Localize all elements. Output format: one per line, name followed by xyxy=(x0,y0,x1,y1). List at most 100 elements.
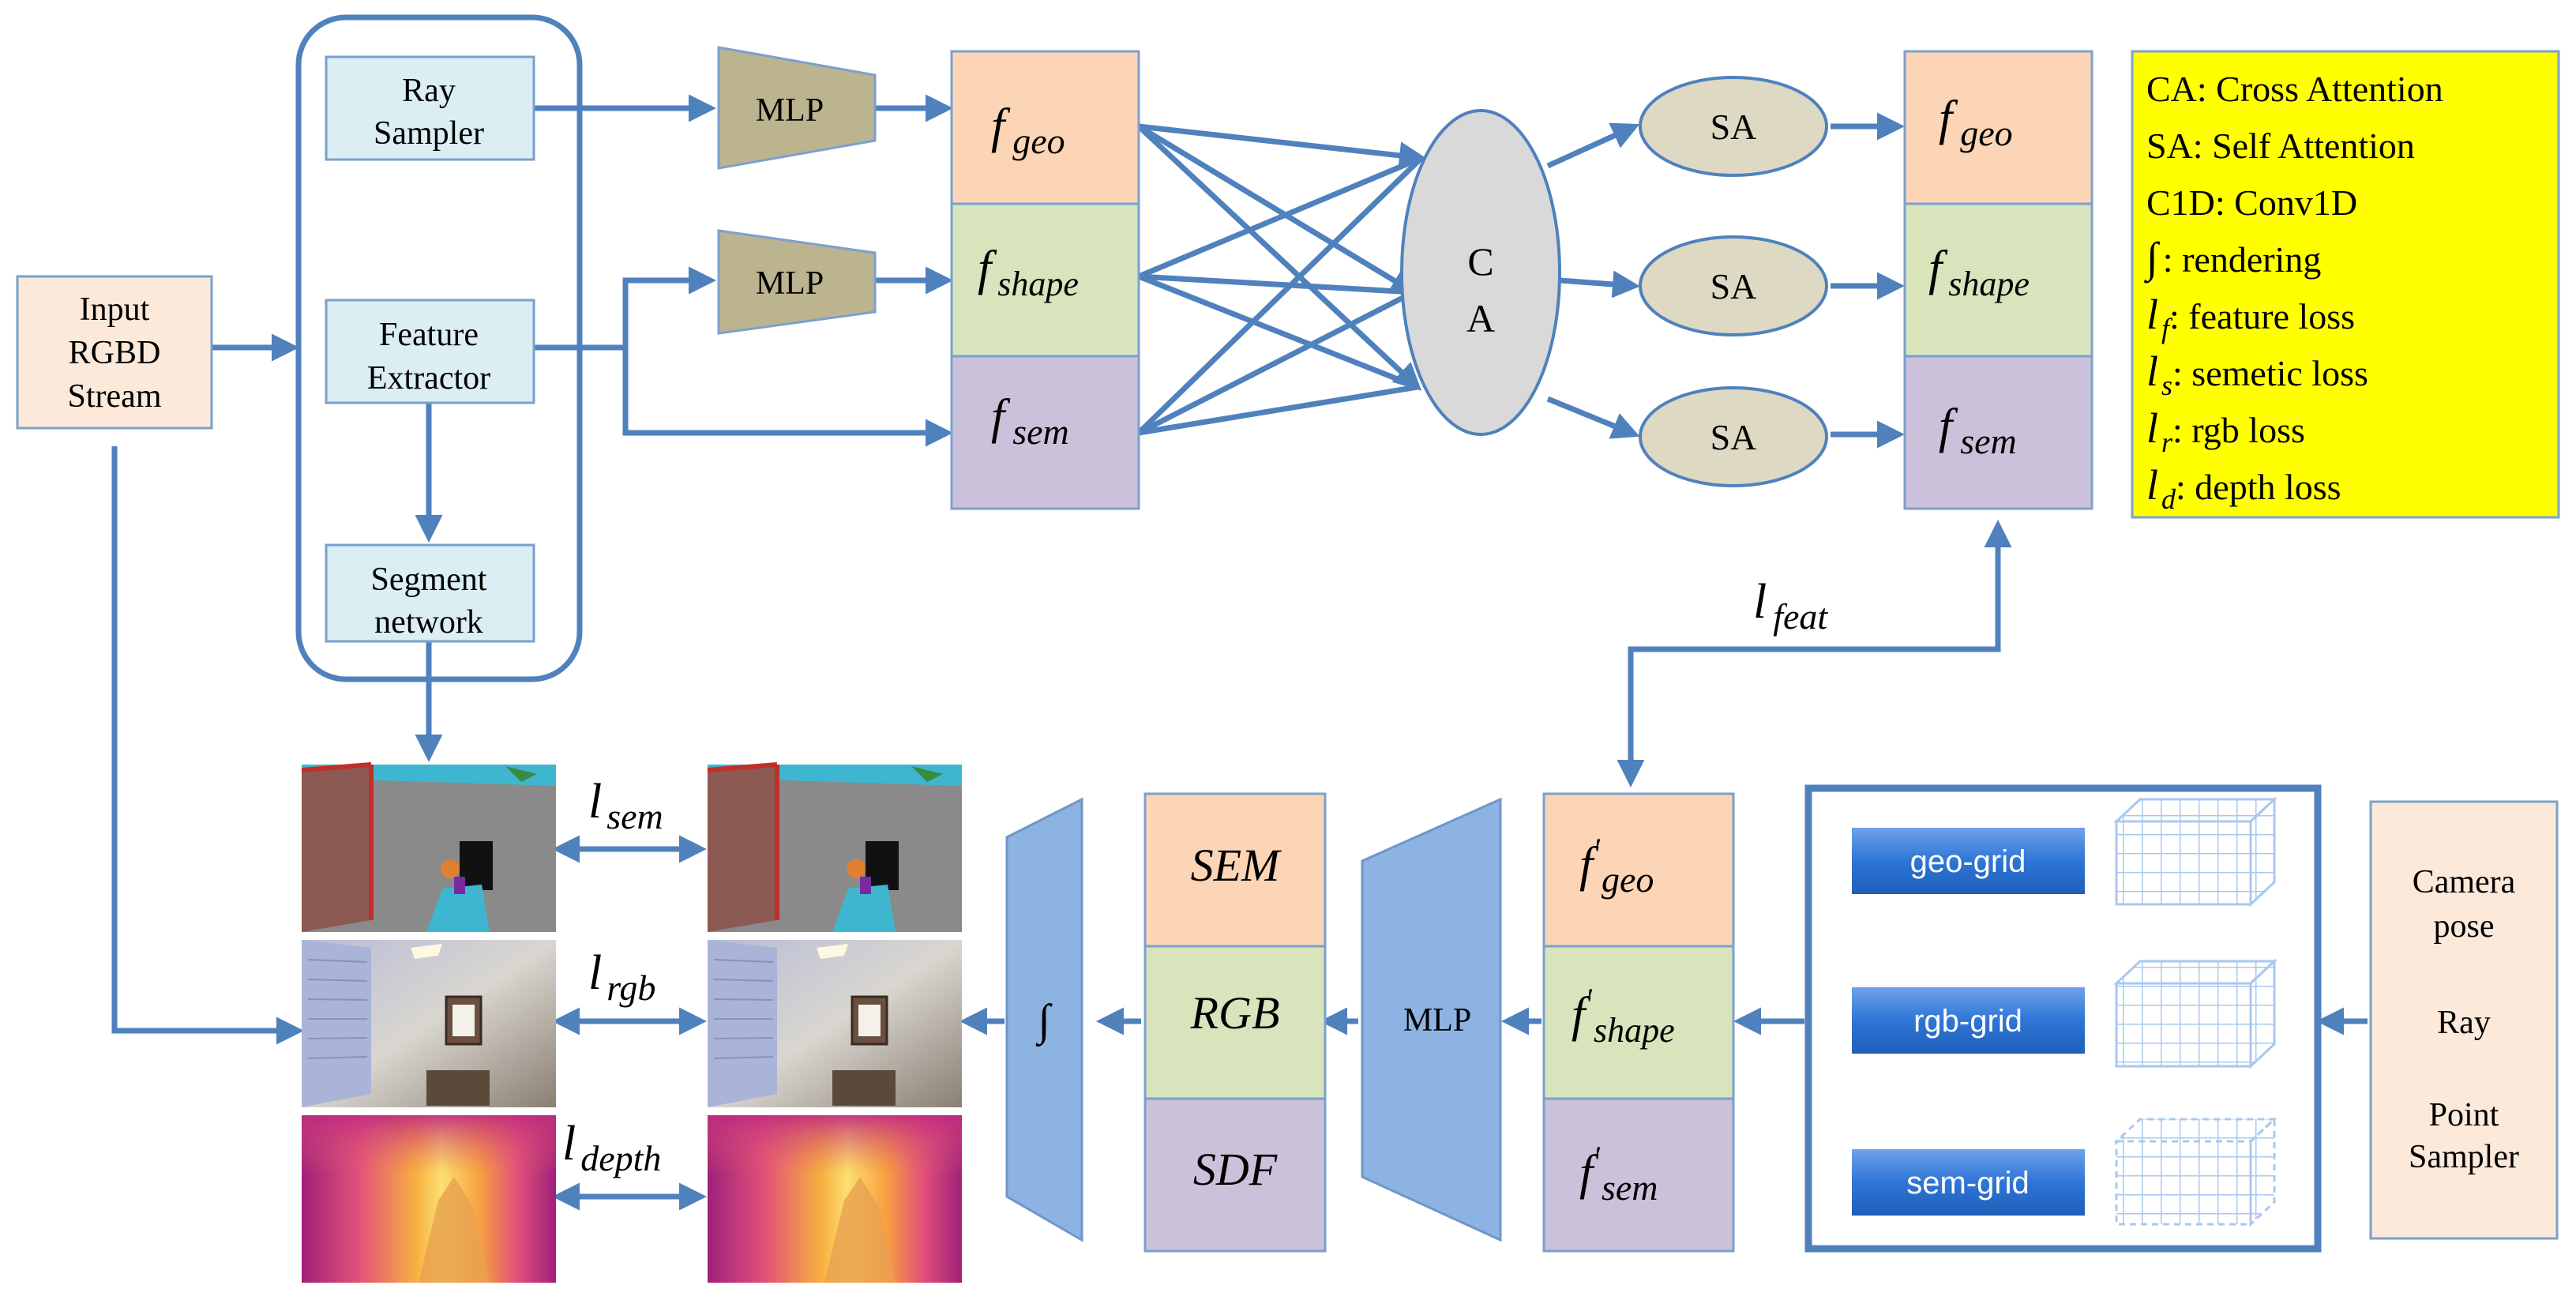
output-sem: SEM xyxy=(1191,840,1282,891)
arrow-geo-to-ca-1 xyxy=(1138,123,1427,170)
arrow-geo-to-ca-2 xyxy=(1137,124,1418,295)
geo-grid-button xyxy=(1852,828,2085,894)
decoder-mlp-label: MLP xyxy=(1403,1002,1471,1039)
camera-box: Camera pose Ray Point Sampler xyxy=(2369,800,2559,1240)
input-label-2: RGBD xyxy=(69,335,161,371)
arrow-feat-to-mlp xyxy=(534,266,716,351)
rgb-image-pred xyxy=(708,940,962,1107)
decoder-outputs: SEM RGB SDF xyxy=(1143,792,1327,1253)
arrow-sem-to-ca-3 xyxy=(1138,384,1418,436)
mlp-top-1-label: MLP xyxy=(756,92,824,129)
rgb-grid-button xyxy=(1852,987,2085,1054)
ray-sampler-label-2: Sampler xyxy=(374,115,484,152)
arrow-shape-to-ca-2 xyxy=(1138,273,1414,295)
camera-label-2: pose xyxy=(2434,908,2495,945)
camera-label-1: Camera xyxy=(2413,864,2516,900)
f-prime-shape: f′shape xyxy=(1572,982,1675,1050)
input-rgbd-box: Input RGBD Stream xyxy=(16,275,213,430)
arrow-ca-to-sa3 xyxy=(1546,396,1640,439)
sa-ellipse-2: SA xyxy=(1639,235,1828,336)
arrow-sem-to-ca-1 xyxy=(1136,156,1424,435)
sa-ellipse-3: SA xyxy=(1639,386,1828,487)
geo-grid-row: geo-grid xyxy=(1852,796,2277,908)
legend-item: C1D: Conv1D xyxy=(2146,182,2357,223)
sa-label-1: SA xyxy=(1710,107,1757,147)
arrow-shape-to-ca-1 xyxy=(1137,155,1423,280)
feature-extractor-label-2: Extractor xyxy=(367,360,490,396)
arrow-geo-to-ca-3 xyxy=(1136,124,1422,391)
legend-item: SA: Self Attention xyxy=(2146,126,2415,166)
sem-grid-row: sem-grid xyxy=(1852,1116,2277,1227)
rgb-image-gt xyxy=(302,940,556,1107)
camera-point-label-1: Point xyxy=(2429,1097,2499,1133)
input-label-3: Stream xyxy=(68,378,162,415)
ca-label-2: A xyxy=(1466,296,1495,340)
legend-item: CA: Cross Attention xyxy=(2146,69,2443,109)
camera-ray-label: Ray xyxy=(2437,1005,2491,1041)
sem-grid-cube-icon xyxy=(2113,1116,2277,1227)
output-sdf: SDF xyxy=(1193,1144,1278,1195)
arrow-shape-to-ca-3 xyxy=(1137,273,1419,390)
depth-image-pred xyxy=(708,1115,962,1283)
mlp-top-2: MLP xyxy=(717,229,877,335)
sa-label-3: SA xyxy=(1710,417,1757,457)
geo-grid-cube-icon xyxy=(2113,796,2277,908)
sa-label-2: SA xyxy=(1710,266,1757,306)
output-rgb: RGB xyxy=(1190,987,1280,1039)
semantic-image-pred xyxy=(707,762,962,932)
depth-image-gt xyxy=(302,1115,556,1283)
geo-grid-label: geo-grid xyxy=(1910,844,2026,879)
semantic-image-gt xyxy=(301,762,556,932)
rgb-grid-row: rgb-grid xyxy=(1852,958,2277,1069)
render-symbol: ∫ xyxy=(1035,996,1053,1047)
arrow-sem-to-ca-2 xyxy=(1137,289,1415,436)
mlp-top-2-label: MLP xyxy=(756,265,824,302)
mlp-top-1: MLP xyxy=(717,46,877,170)
segment-network-box: Segment network xyxy=(325,543,535,643)
segment-network-label-2: network xyxy=(374,604,483,641)
render-block: ∫ xyxy=(1005,797,1083,1242)
rgb-grid-label: rgb-grid xyxy=(1913,1004,2022,1039)
decoder-mlp: MLP xyxy=(1361,797,1502,1242)
encoder-group xyxy=(295,14,583,682)
segment-network-label-1: Segment xyxy=(371,562,487,598)
feature-extractor-box: Feature Extractor xyxy=(325,299,535,404)
ray-sampler-box: Ray Sampler xyxy=(325,55,535,161)
feature-extractor-label-1: Feature xyxy=(379,317,479,353)
input-label-1: Input xyxy=(80,291,150,328)
legend-item: ∫: rendering xyxy=(2144,234,2321,284)
f-prime-geo: f′geo xyxy=(1579,832,1654,900)
sem-grid-label: sem-grid xyxy=(1906,1166,2030,1201)
ca-label-1: C xyxy=(1467,239,1493,284)
arrow-input-to-rgb xyxy=(111,446,304,1045)
arrow-ca-to-sa2 xyxy=(1559,270,1640,299)
sa-ellipse-1: SA xyxy=(1639,76,1828,177)
feature-stack-decoder: f′geo f′shape f′sem xyxy=(1542,792,1735,1253)
arrow-feat-to-fsem xyxy=(622,348,953,447)
connectors xyxy=(111,94,2478,1211)
cross-attention-ellipse: C A xyxy=(1400,109,1561,436)
sem-grid-button xyxy=(1852,1149,2085,1216)
rgb-grid-cube-icon xyxy=(2113,958,2277,1069)
ray-sampler-label-1: Ray xyxy=(402,73,456,109)
camera-point-label-2: Sampler xyxy=(2409,1139,2519,1175)
arrow-feat-loss xyxy=(1617,520,2012,787)
arrow-ca-to-sa1 xyxy=(1546,122,1640,169)
